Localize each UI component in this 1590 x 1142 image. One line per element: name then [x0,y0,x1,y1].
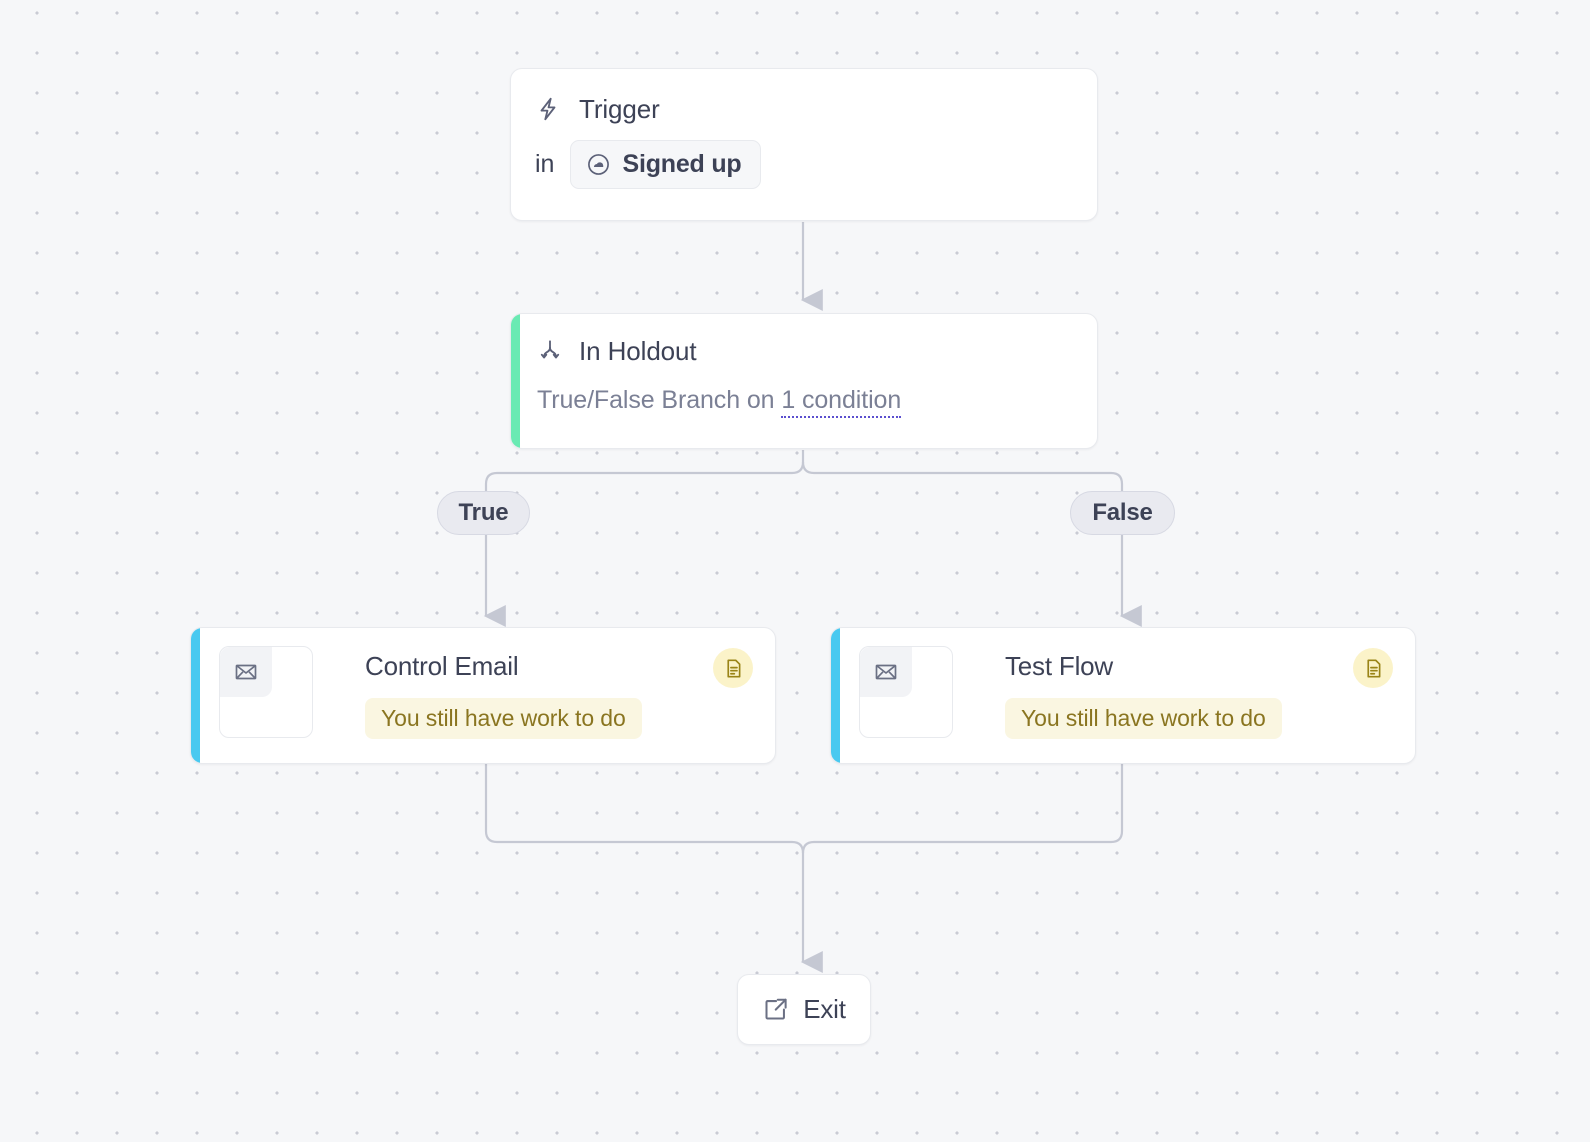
control-email-warning: You still have work to do [365,698,642,739]
document-icon [726,658,740,678]
trigger-audience-label: Signed up [622,149,742,178]
external-link-icon [765,998,787,1020]
test-flow-thumbnail [859,646,953,738]
control-email-doc-badge[interactable] [713,648,753,688]
holdout-header: In Holdout [537,332,1073,370]
trigger-preposition: in [535,149,555,178]
branch-label-false[interactable]: False [1070,491,1175,535]
holdout-accent-bar [511,314,520,448]
test-flow-thumb-placeholder [860,647,912,697]
document-icon [1366,658,1380,678]
branch-split-icon [540,340,560,359]
test-flow-warning: You still have work to do [1005,698,1282,739]
holdout-description: True/False Branch on 1 condition [537,386,1073,418]
branch-label-true[interactable]: True [437,491,530,535]
trigger-title: Trigger [579,93,660,124]
control-email-node[interactable]: Control Email You still have work to do [190,627,776,764]
test-flow-doc-badge[interactable] [1353,648,1393,688]
test-flow-accent-bar [831,628,840,763]
exit-label: Exit [803,994,846,1024]
control-email-title: Control Email [365,651,519,681]
trigger-header: Trigger [535,89,1073,129]
edge-test-flow-to-exit [801,764,1124,854]
holdout-branch-node[interactable]: In Holdout True/False Branch on 1 condit… [510,313,1098,449]
test-flow-title: Test Flow [1005,651,1114,681]
holdout-title: In Holdout [579,335,697,366]
edge-control-email-to-exit [484,764,823,973]
lightning-bolt-icon [540,97,556,121]
edge-holdout-to-false [801,461,1124,491]
envelope-placeholder-icon [235,664,257,680]
trigger-node[interactable]: Trigger in Signed up [510,68,1098,221]
holdout-condition-link[interactable]: 1 condition [781,386,901,418]
control-email-thumbnail [219,646,313,738]
test-flow-node[interactable]: Test Flow You still have work to do [830,627,1416,764]
edge-holdout-to-true [484,461,805,491]
exit-node[interactable]: Exit [737,974,871,1045]
control-email-thumb-placeholder [220,647,272,697]
audience-cloud-icon [588,153,610,175]
holdout-description-prefix: True/False Branch on [537,386,782,414]
control-email-accent-bar [191,628,200,763]
trigger-audience-chip[interactable]: Signed up [570,139,761,189]
envelope-placeholder-icon [875,664,897,680]
trigger-condition-row: in Signed up [535,139,1073,189]
